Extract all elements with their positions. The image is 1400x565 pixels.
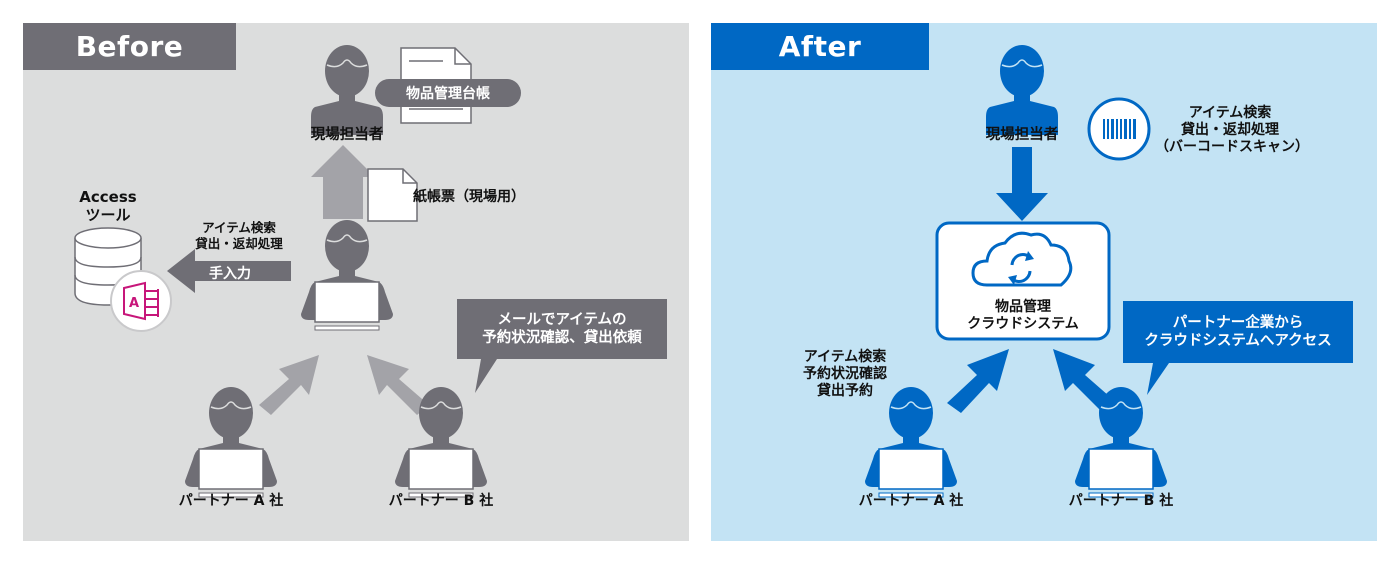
manual-entry-label: 手入力 <box>209 266 251 282</box>
access-tool-label: Access ツール <box>79 188 137 224</box>
partner-ops-label: アイテム検索 予約状況確認 貸出予約 <box>803 349 887 399</box>
cloud-icon <box>971 231 1073 287</box>
partner-a-arrow <box>259 355 319 415</box>
partner-b-label: パートナー B 社 <box>388 493 494 509</box>
partner-a-arrow <box>947 349 1009 413</box>
before-graphics: A <box>74 44 667 498</box>
manual-ops-label: アイテム検索 貸出・返却処理 <box>195 220 283 251</box>
partner-bubble: パートナー企業からクラウドシステムへアクセス <box>1144 315 1332 349</box>
down-arrow <box>996 147 1048 221</box>
field-staff-label: 現場担当者 <box>310 127 384 143</box>
barcode-ops-label: アイテム検索 貸出・返却処理 （バーコードスキャン） <box>1155 105 1309 155</box>
partner-a-icon <box>864 386 958 498</box>
after-panel: After <box>711 23 1377 541</box>
field-staff-icon <box>310 44 384 136</box>
field-staff-label: 現場担当者 <box>985 127 1059 143</box>
after-graphics <box>864 44 1353 498</box>
cloud-system-label: 物品管理 クラウドシステム <box>967 299 1079 332</box>
partner-b-arrow <box>367 355 429 415</box>
before-panel: Before <box>23 23 689 541</box>
partner-a-label: パートナー A 社 <box>858 493 964 509</box>
after-header: After <box>711 23 929 70</box>
paper-form-label: 紙帳票（現場用） <box>413 189 525 205</box>
partner-a-label: パートナー A 社 <box>178 493 284 509</box>
center-worker-icon <box>300 219 394 331</box>
partner-b-label: パートナー B 社 <box>1068 493 1174 509</box>
barcode-icon <box>1087 97 1151 161</box>
partner-bubble-shape <box>1123 301 1353 395</box>
manual-entry-arrow <box>167 249 291 293</box>
paper-form-icon <box>367 168 418 222</box>
access-logo-icon: A <box>110 270 172 332</box>
ledger-label: 物品管理台帳 <box>375 79 521 107</box>
email-bubble: メールでアイテムの予約状況確認、貸出依頼 <box>482 312 642 346</box>
svg-text:A: A <box>129 296 139 311</box>
partner-b-icon <box>1074 386 1168 498</box>
email-bubble-shape <box>457 299 667 393</box>
before-header: Before <box>23 23 236 70</box>
field-staff-icon <box>985 44 1059 136</box>
partner-b-arrow <box>1053 349 1117 413</box>
up-arrow <box>311 145 375 219</box>
